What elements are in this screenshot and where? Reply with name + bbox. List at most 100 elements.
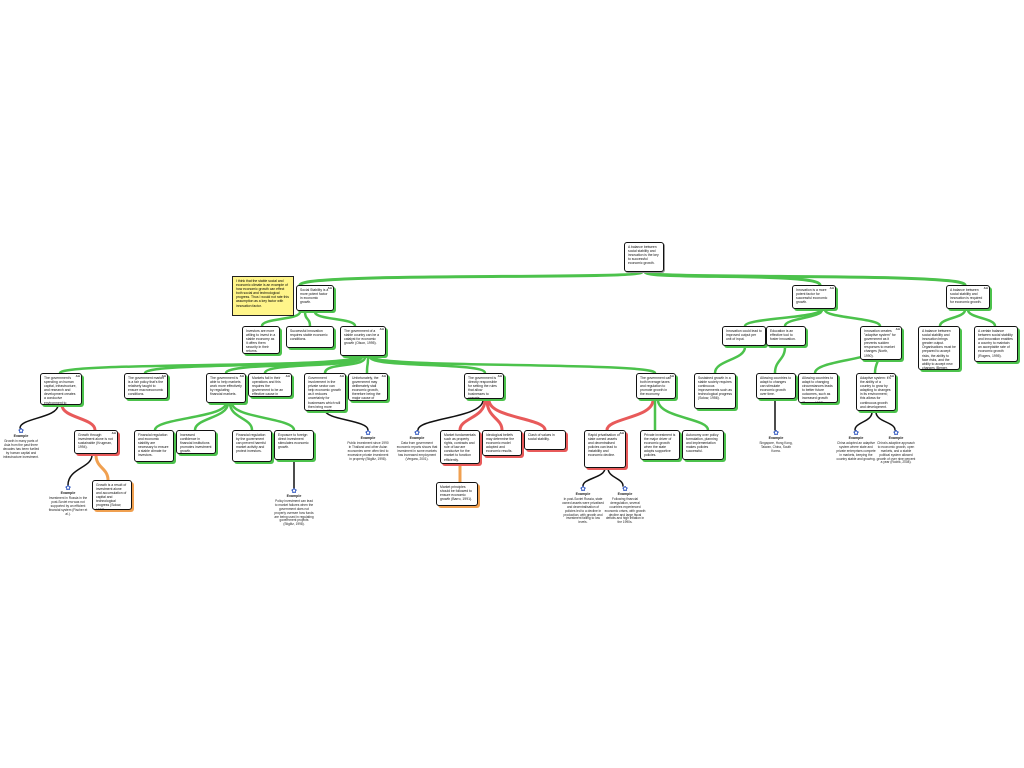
- evidence-growth-result[interactable]: Growth is a result of investment alone a…: [92, 480, 132, 510]
- reason-education[interactable]: Education is an effective tool to foster…: [766, 326, 806, 346]
- reason-allow-countries-text: Allowing countries to adapt to changes c…: [760, 376, 792, 397]
- example-1[interactable]: ✿ Example Growth in many parts of Asia f…: [2, 428, 40, 459]
- pro-tag: AA: [983, 286, 988, 290]
- example-label: Example: [409, 436, 425, 440]
- reason-gov-market-text: The government market is a fair policy t…: [128, 376, 164, 397]
- reason-innovation-output-text: Innovation could lead to improved output…: [726, 329, 762, 342]
- example-5-text: Data from government economic reports sh…: [396, 440, 438, 461]
- pro-tag: AA: [161, 374, 166, 378]
- reason-unfortunately-text: Unfortunately, the government may delibe…: [352, 376, 381, 401]
- root-contention[interactable]: A balance between social stability and i…: [624, 242, 664, 272]
- example-9-text: China adopted an adaptive system where s…: [836, 440, 876, 461]
- reason-adaptive-system-text: Innovation creates "adaptive system" for…: [864, 329, 896, 358]
- example-6[interactable]: ✿ Example In post-Soviet Russia, state o…: [562, 486, 604, 525]
- claim-balance[interactable]: AA A balance between social stability an…: [946, 285, 990, 309]
- reason-exposure-fdi[interactable]: Exposure to foreign direct investment st…: [274, 430, 314, 460]
- example-3[interactable]: ✿ Example Policy investment can lead to …: [274, 488, 314, 527]
- evidence-growth-result-text: Growth is a result of investment alone a…: [96, 483, 127, 510]
- reason-adaptive-definition[interactable]: AA Adaptive system: it's the ability of …: [856, 373, 896, 411]
- reason-education-text: Education is an effective tool to foster…: [770, 329, 796, 342]
- example-10-text: China's adaptive approach to economic gr…: [876, 440, 916, 465]
- reason-exposure-fdi-text: Exposure to foreign direct investment st…: [278, 433, 309, 450]
- reason-gov-private[interactable]: AA Government involvement in the private…: [304, 373, 346, 411]
- reason-balance-social[interactable]: A balance between social stability and i…: [918, 326, 960, 370]
- example-10[interactable]: ✿ Example China's adaptive approach to e…: [876, 430, 916, 465]
- reason-gov-market[interactable]: AA The government market is a fair polic…: [124, 373, 168, 399]
- pro-tag: AA: [339, 374, 344, 378]
- example-icon: ✿: [365, 430, 371, 437]
- example-2-text: Investment in Russia in the post-Soviet …: [48, 495, 88, 516]
- objection-ideological[interactable]: Ideological beliefs may determine the ec…: [482, 430, 522, 456]
- root-text: A balance between social stability and i…: [628, 245, 659, 266]
- reason-sustained-growth[interactable]: Sustained growth in a stable society req…: [694, 373, 736, 409]
- example-icon: ✿: [414, 430, 420, 437]
- reason-private-investment[interactable]: Private investment is the major driver o…: [640, 430, 680, 460]
- reason-balance-certain-text: A certain balance between social stabili…: [978, 329, 1013, 358]
- example-6-text: In post-Soviet Russia, state owned asset…: [562, 496, 604, 525]
- example-5[interactable]: ✿ Example Data from government economic …: [396, 430, 438, 461]
- claim-innovation-text: Innovation is a more potent factor for s…: [796, 288, 828, 305]
- reason-autonomy[interactable]: Autonomy over policy formulation, planni…: [682, 430, 724, 460]
- example-2[interactable]: ✿ Example Investment in Russia in the po…: [48, 485, 88, 516]
- objection-clash-values[interactable]: Clash of values in social stability.: [524, 430, 566, 450]
- pro-tag: AA: [285, 374, 290, 378]
- reason-financial-regulation-gov-text: Financial regulation by the government c…: [236, 433, 266, 454]
- objection-clash-values-text: Clash of values in social stability.: [528, 433, 555, 442]
- example-label: Example: [888, 436, 904, 440]
- example-icon: ✿: [580, 486, 586, 493]
- objection-growth-through-investment[interactable]: AA Growth through investment alone is no…: [74, 430, 118, 454]
- reason-allow-countries[interactable]: Allowing countries to adapt to changes c…: [756, 373, 796, 399]
- con-tag: AA: [619, 431, 624, 435]
- objection-market-fundamentals[interactable]: Market fundamentals such as property rig…: [440, 430, 480, 464]
- claim-social-stability[interactable]: AA Social Stability is a more potent fac…: [296, 285, 334, 311]
- reason-unfortunately[interactable]: AA Unfortunately, the government may del…: [348, 373, 388, 401]
- reason-gov-private-text: Government involvement in the private se…: [308, 376, 341, 411]
- reason-investors[interactable]: Investors are more willing to invest in …: [242, 326, 280, 354]
- note-text: I think that the stable social and econo…: [236, 279, 289, 308]
- objection-growth-through-text: Growth through investment alone is not s…: [78, 433, 113, 450]
- claim-innovation[interactable]: AA Innovation is a more potent factor fo…: [792, 285, 836, 309]
- reason-gov-stable[interactable]: AA The government of a stable country ca…: [340, 326, 386, 356]
- example-1-text: Growth in many parts of Asia from the pa…: [2, 438, 40, 459]
- objection-rapid-privatisation[interactable]: AA Rapid privatisation of state owned as…: [584, 430, 626, 468]
- reason-balance-certain[interactable]: A certain balance between social stabili…: [974, 326, 1018, 362]
- reason-successful-innovation-text: Successful innovation requires stable ec…: [290, 329, 328, 342]
- reason-sustained-growth-text: Sustained growth in a stable society req…: [698, 376, 732, 401]
- pro-tag: AA: [381, 374, 386, 378]
- reason-adaptive-system[interactable]: AA Innovation creates "adaptive system" …: [860, 326, 902, 360]
- example-4[interactable]: ✿ Example Public investment since 1990 i…: [346, 430, 390, 461]
- reason-balance-social-text: A balance between social stability and i…: [922, 329, 956, 370]
- claim-balance-text: A balance between social stability and i…: [950, 288, 983, 305]
- example-7[interactable]: ✿ Example Following financial deregulati…: [604, 486, 646, 525]
- reason-allow-countries-2[interactable]: Allowing countries to adapt to changing …: [798, 373, 838, 403]
- reason-gov-taxes[interactable]: AA The government can both leverage taxe…: [636, 373, 676, 399]
- example-icon: ✿: [893, 430, 899, 437]
- reason-adaptive-definition-text: Adaptive system: it's the ability of a c…: [860, 376, 891, 409]
- pro-tag: AA: [889, 374, 894, 378]
- example-8[interactable]: ✿ Example Singapore, Hong Kong, Taiwan, …: [756, 430, 796, 454]
- pro-tag: AA: [327, 286, 332, 290]
- example-label: Example: [60, 491, 76, 495]
- example-icon: ✿: [853, 430, 859, 437]
- reason-successful-innovation[interactable]: Successful innovation requires stable ec…: [286, 326, 334, 348]
- reason-financial-regulation-gov[interactable]: Financial regulation by the government c…: [232, 430, 272, 462]
- reason-increased-confidence-text: Increased confidence in financial instit…: [180, 433, 212, 454]
- reason-financial-regulation[interactable]: Financial regulation and economic stabil…: [134, 430, 174, 462]
- example-label: Example: [360, 436, 376, 440]
- objection-rapid-privatisation-text: Rapid privatisation of state owned asset…: [588, 433, 620, 458]
- reason-market-fail[interactable]: AA Markets fail in their operations and …: [248, 373, 292, 397]
- reason-gov-direct-text: The government is directly responsible f…: [468, 376, 498, 399]
- reason-gov-direct[interactable]: AA The government is directly responsibl…: [464, 373, 504, 399]
- note-box[interactable]: I think that the stable social and econo…: [232, 276, 294, 316]
- reason-gov-spending[interactable]: AA The government's spending on human ca…: [40, 373, 82, 405]
- reason-innovation-output[interactable]: Innovation could lead to improved output…: [722, 326, 766, 346]
- objection-market-fundamentals-text: Market fundamentals such as property rig…: [444, 433, 476, 462]
- example-3-text: Policy investment can lead to market fai…: [274, 498, 314, 527]
- pro-tag: AA: [669, 374, 674, 378]
- reason-increased-confidence[interactable]: Increased confidence in financial instit…: [176, 430, 216, 454]
- evidence-market-principles[interactable]: Market principles should be followed to …: [436, 482, 478, 506]
- example-9[interactable]: ✿ Example China adopted an adaptive syst…: [836, 430, 876, 461]
- example-label: Example: [575, 492, 591, 496]
- reason-gov-efficient[interactable]: AA The government is able to help market…: [206, 373, 246, 403]
